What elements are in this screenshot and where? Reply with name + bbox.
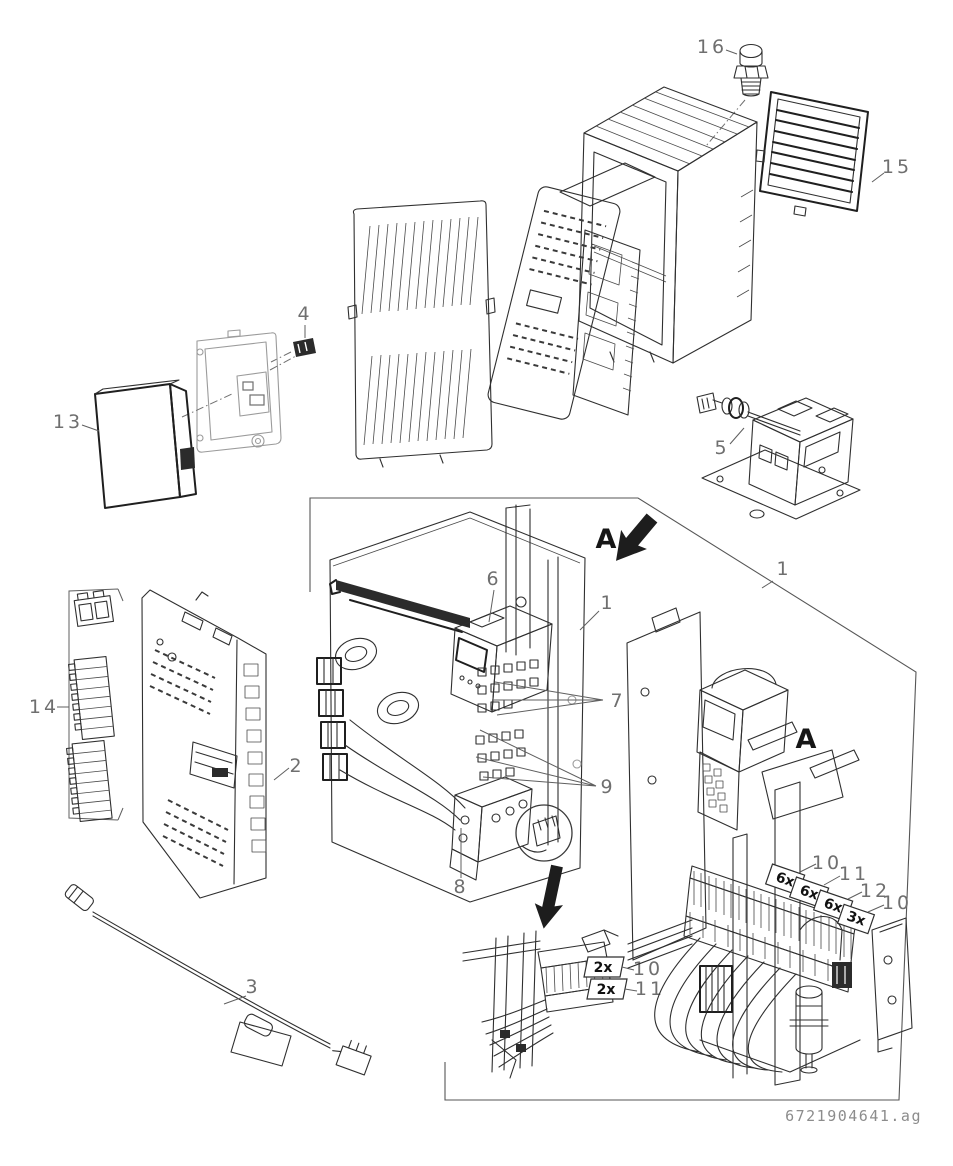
detail-fragment-bottom [462, 929, 619, 1079]
qty-badge-6x-3-label: 6x [822, 895, 845, 916]
center-board-assembly [316, 504, 586, 929]
part-15-grille [755, 91, 869, 217]
drawing-number: 6721904641.ag [785, 1107, 922, 1125]
mounting-frame-panel [181, 329, 297, 453]
right-detail-view [626, 607, 913, 1086]
part-13-module-box [94, 379, 197, 509]
callout-10-detail: 10 [633, 958, 663, 980]
callout-10-right-2: 10 [882, 892, 912, 914]
qty-badge-3x [836, 903, 876, 935]
qty-badge-2x-2-label: 2x [597, 982, 616, 998]
callout-16: 16 [697, 36, 727, 58]
part-16-gland [705, 43, 769, 147]
inner-door-panel [347, 200, 496, 468]
qty-badge-2x-1-label: 2x [594, 960, 613, 976]
qty-badge-3x-label: 3x [845, 908, 868, 929]
qty-badge-6x-1-label: 6x [774, 869, 797, 890]
view-label-a-right: A [796, 724, 817, 755]
callout-5: 5 [714, 437, 729, 459]
callout-12-right: 12 [860, 880, 890, 902]
callout-11-detail: 11 [635, 978, 665, 1000]
qty-badge-2x-2 [586, 978, 628, 1000]
part-4-clip [270, 338, 316, 363]
callout-14: 14 [29, 696, 59, 718]
part-14-terminal-group [66, 588, 124, 823]
qty-badge-2x-1 [583, 956, 625, 978]
callout-4: 4 [297, 303, 312, 325]
enclosure-cover-assembly [487, 162, 656, 420]
callout-15: 15 [882, 156, 912, 178]
qty-badge-6x-2-label: 6x [798, 882, 821, 903]
callout-2: 2 [289, 755, 304, 777]
callout-13: 13 [53, 411, 83, 433]
callout-3: 3 [245, 976, 260, 998]
detail-frame [309, 497, 917, 1101]
enclosure-housing [578, 86, 758, 364]
part-5-connection-device [696, 392, 861, 520]
part-3-cable [64, 884, 372, 1076]
part-2-cover [141, 589, 267, 899]
detail-arrow [534, 864, 564, 929]
callout-11-right: 11 [839, 863, 869, 885]
view-label-a: A [596, 524, 617, 555]
callout-10-right: 10 [812, 852, 842, 874]
callout-1-frame: 1 [776, 558, 791, 580]
callout-6: 6 [486, 568, 501, 590]
magnifier-circle [515, 804, 573, 862]
callout-9: 9 [600, 776, 615, 798]
callout-8: 8 [453, 876, 468, 898]
view-arrow-a [616, 513, 658, 561]
callout-7: 7 [610, 690, 625, 712]
callout-1-board: 1 [600, 592, 615, 614]
